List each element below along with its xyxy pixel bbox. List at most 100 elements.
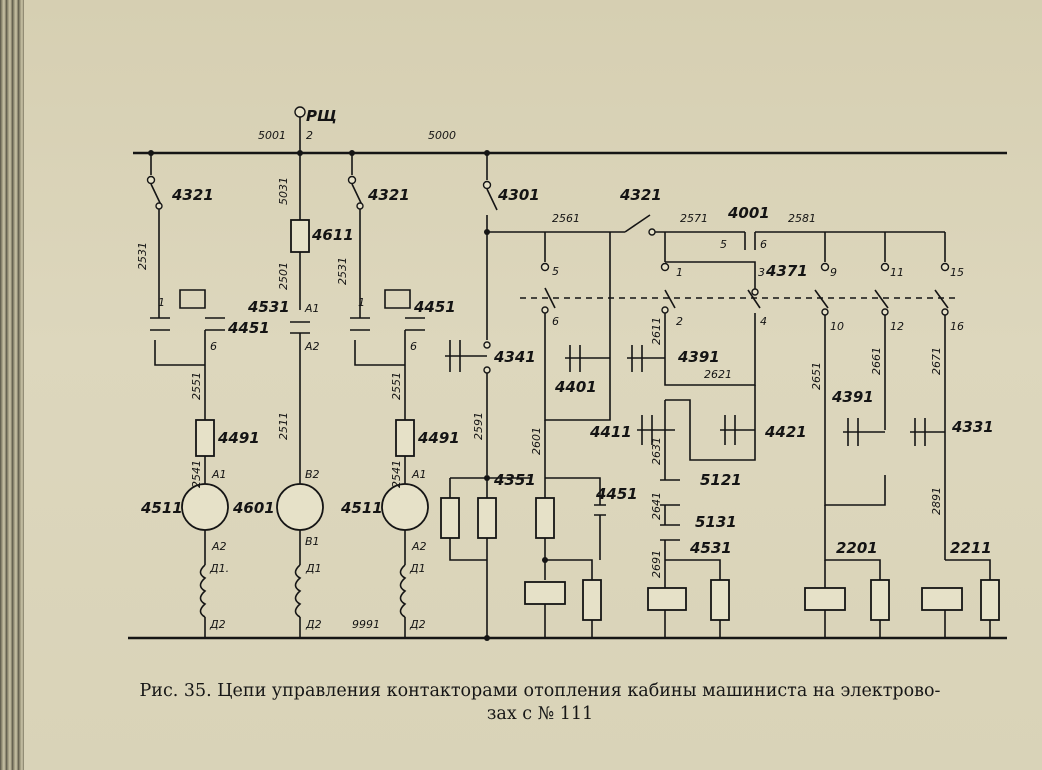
label-node-6a: 6 — [210, 340, 217, 353]
label-A2-c: A2 — [211, 540, 227, 553]
label-4451-c: 4451 — [595, 485, 638, 503]
label-c2: 2 — [676, 315, 683, 328]
supply-terminal — [294, 106, 306, 118]
label-4301: 4301 — [497, 186, 540, 204]
caption-line-1: Рис. 35. Цепи управления контакторами от… — [139, 681, 941, 701]
label-c6: 6 — [552, 315, 559, 328]
label-c6b: 6 — [760, 238, 767, 251]
label-c3: 3 — [758, 266, 765, 279]
label-c4: 4 — [760, 315, 767, 328]
label-2601: 2601 — [530, 427, 543, 455]
label-4321-b: 4321 — [367, 186, 410, 204]
label-c1: 1 — [676, 266, 683, 279]
label-4491-a: 4491 — [217, 429, 260, 447]
label-2571: 2571 — [680, 212, 708, 225]
switching-block — [520, 214, 1000, 638]
label-4451-a: 4451 — [227, 319, 270, 337]
label-4391-a: 4391 — [677, 348, 720, 366]
label-5031: 5031 — [277, 177, 290, 205]
label-2661: 2661 — [870, 347, 883, 375]
label-c11: 11 — [890, 266, 904, 279]
branch-fan-motor-2 — [347, 150, 429, 638]
label-4451-b: 4451 — [413, 298, 456, 316]
label-2551-a: 2551 — [190, 372, 203, 400]
branch-compressor-motor — [276, 150, 324, 638]
label-5000: 5000 — [428, 129, 456, 142]
label-A1-a: A1 — [304, 302, 320, 315]
label-c9: 9 — [830, 266, 837, 279]
label-A1-d: A1 — [411, 468, 427, 481]
label-2541-a: 2541 — [190, 460, 203, 488]
label-5121: 5121 — [700, 471, 742, 489]
label-2891: 2891 — [930, 487, 943, 515]
label-c16: 16 — [950, 320, 964, 333]
label-2211: 2211 — [950, 539, 992, 557]
label-2651: 2651 — [810, 362, 823, 390]
label-4331: 4331 — [951, 418, 994, 436]
label-2551-b: 2551 — [390, 372, 403, 400]
label-2631: 2631 — [650, 437, 663, 465]
label-2581: 2581 — [788, 212, 816, 225]
label-node-1b: 1 — [358, 296, 365, 309]
label-2531-b: 2531 — [336, 257, 349, 285]
label-D1-b: Д1 — [305, 562, 322, 575]
book-binding-edge — [0, 0, 24, 770]
label-B1: B1 — [305, 535, 320, 548]
label-4611: 4611 — [311, 226, 354, 244]
label-c5b: 5 — [720, 238, 727, 251]
label-node-6b: 6 — [410, 340, 417, 353]
label-c12: 12 — [890, 320, 904, 333]
label-D2-b: Д2 — [305, 618, 322, 631]
label-2201: 2201 — [836, 539, 878, 557]
label-5131: 5131 — [695, 513, 737, 531]
label-A2-d: A2 — [411, 540, 427, 553]
label-motor-4511-a: 4511 — [140, 499, 183, 517]
label-c5: 5 — [552, 265, 559, 278]
label-D2-a: Д2 — [209, 618, 226, 631]
label-c10: 10 — [830, 320, 844, 333]
label-4531: 4531 — [247, 298, 290, 316]
label-2501: 2501 — [277, 262, 290, 290]
label-4321-a: 4321 — [171, 186, 214, 204]
label-4411: 4411 — [589, 423, 632, 441]
label-node-1a: 1 — [158, 296, 165, 309]
label-2691: 2691 — [650, 550, 663, 578]
label-2511: 2511 — [277, 412, 290, 440]
label-2611: 2611 — [650, 317, 663, 345]
branch-4301 — [440, 150, 605, 641]
label-4321-c: 4321 — [619, 186, 662, 204]
label-D2-c: Д2 — [409, 618, 426, 631]
branch-fan-motor-1 — [146, 150, 229, 638]
label-4401: 4401 — [554, 378, 597, 396]
label-4421: 4421 — [764, 423, 807, 441]
label-motor-4601: 4601 — [232, 499, 275, 517]
label-4351: 4351 — [493, 471, 536, 489]
label-D1-a: Д1. — [209, 562, 229, 575]
label-2541-b: 2541 — [390, 460, 403, 488]
label-B2: B2 — [305, 468, 320, 481]
label-D1-c: Д1 — [409, 562, 426, 575]
label-2: 2 — [306, 129, 313, 142]
label-A1-c: A1 — [211, 468, 227, 481]
label-c15: 15 — [950, 266, 964, 279]
label-4531-b: 4531 — [689, 539, 732, 557]
label-2561: 2561 — [552, 212, 580, 225]
label-motor-4511-b: 4511 — [340, 499, 383, 517]
label-2591: 2591 — [472, 412, 485, 440]
label-2531-a: 2531 — [136, 242, 149, 270]
label-4341: 4341 — [493, 348, 536, 366]
caption-line-2: зах с № 111 — [486, 704, 594, 724]
label-2621: 2621 — [704, 368, 732, 381]
label-9991: 9991 — [352, 618, 380, 631]
label-5001: 5001 — [258, 129, 286, 142]
label-supply: РЩ — [306, 107, 337, 125]
label-2671: 2671 — [930, 347, 943, 375]
figure-caption: Рис. 35. Цепи управления контакторами от… — [100, 680, 980, 726]
label-4371: 4371 — [765, 262, 808, 280]
label-4001: 4001 — [727, 204, 770, 222]
label-4491-b: 4491 — [417, 429, 460, 447]
label-2641: 2641 — [650, 492, 663, 520]
label-A2-a: A2 — [304, 340, 320, 353]
